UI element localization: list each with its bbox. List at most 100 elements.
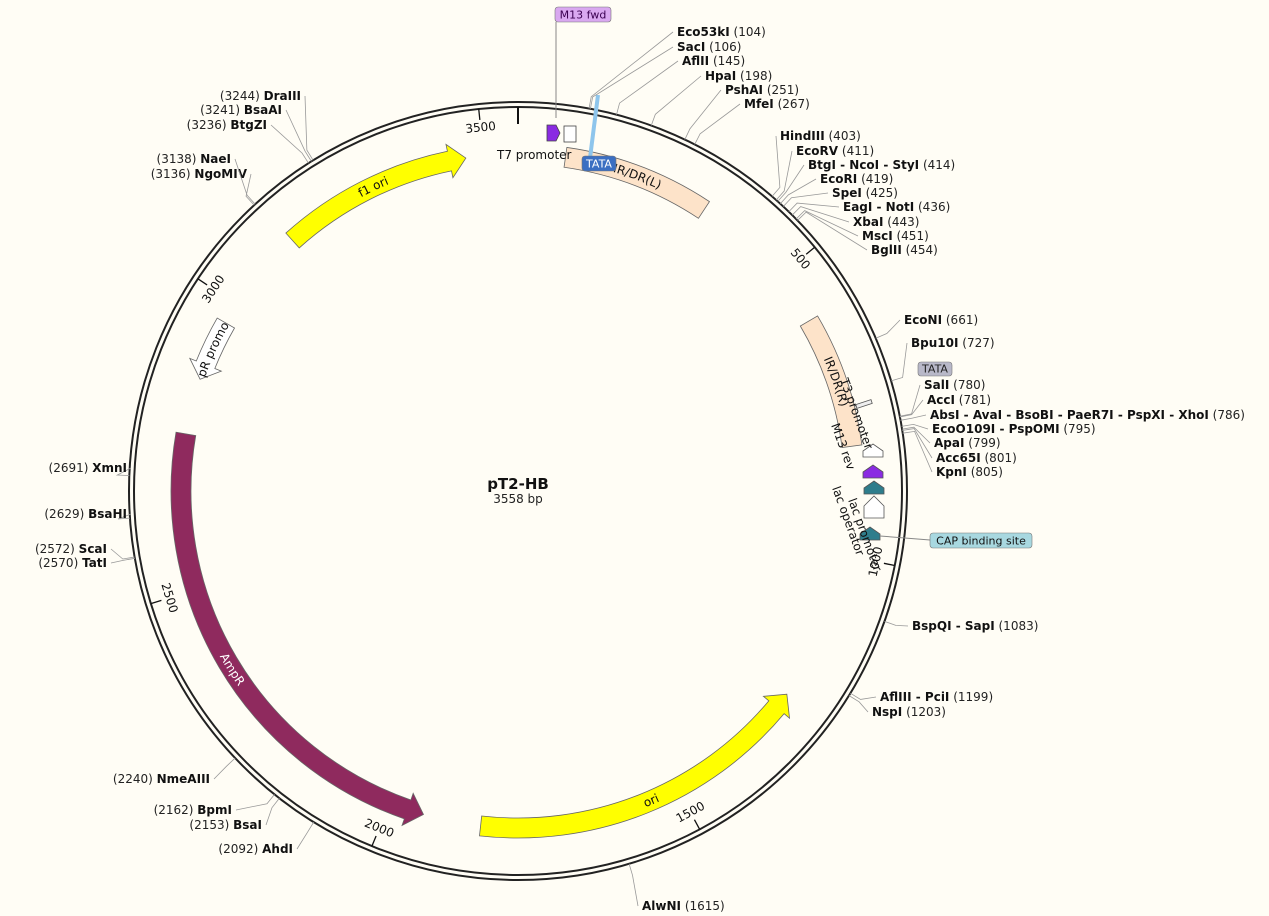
site-eco53ki: Eco53kI (104) — [588, 25, 766, 109]
site-leader — [115, 467, 132, 476]
site-label: NspI (1203) — [872, 705, 946, 719]
site-leader — [779, 178, 817, 204]
site-scai: (2572) ScaI — [35, 542, 135, 560]
badge-text-tata-2: TATA — [921, 363, 948, 376]
site-label: AflIII - PciI (1199) — [880, 690, 993, 704]
feature-f1-ori — [285, 143, 467, 249]
badge-tata-1 — [581, 155, 617, 172]
site-leader — [694, 103, 741, 145]
site-bsahi: (2629) BsaHI — [44, 507, 132, 521]
feature-label-ori: ori — [641, 791, 661, 810]
site-leader — [902, 428, 933, 459]
site-leader — [791, 206, 850, 223]
badge-text-tata-1: TATA — [585, 158, 612, 171]
site-label: AccI (781) — [927, 393, 991, 407]
tick-mark-3500 — [478, 108, 481, 121]
site-leader — [797, 211, 868, 251]
site-leader — [783, 192, 829, 207]
site-leader — [875, 319, 901, 339]
site-ahdi: (2092) AhdI — [218, 821, 315, 856]
site-label: BspQI - SapI (1083) — [912, 619, 1038, 633]
site-spei: SpeI (425) — [783, 186, 898, 207]
marker-m13-rev — [862, 443, 884, 458]
tick-label-1000: 1000 — [866, 545, 886, 578]
site-label: (3136) NgoMIV — [151, 167, 248, 181]
site-label: EcoRI (419) — [820, 172, 893, 186]
site-label: (2153) BsaI — [189, 818, 262, 832]
site-leader — [628, 863, 639, 907]
site-label: EcoNI (661) — [904, 313, 978, 327]
badge-text-cap-binding-site-3: CAP binding site — [936, 535, 1026, 548]
site-label: XbaI (443) — [853, 215, 920, 229]
tick-mark-500 — [805, 246, 816, 255]
site-ecoo109i-pspomi: EcoO109I - PspOMI (795) — [901, 422, 1096, 436]
site-leader — [899, 384, 921, 417]
site-leader — [775, 150, 793, 201]
tick-mark-3000 — [197, 278, 208, 286]
tick-mark-1500 — [693, 819, 701, 830]
site-draiii: (3244) DraIII — [220, 89, 314, 161]
site-label: (2629) BsaHI — [44, 507, 127, 521]
site-label: ApaI (799) — [934, 436, 1001, 450]
site-msci: MscI (451) — [795, 210, 929, 243]
badge-tata-2 — [917, 361, 953, 377]
label-t7-promoter: T7 promoter — [496, 148, 572, 162]
site-leader — [771, 135, 781, 197]
site-bspqi-sapi: BspQI - SapI (1083) — [884, 619, 1038, 633]
site-bglii: BglII (454) — [797, 211, 938, 257]
site-leader — [304, 95, 314, 161]
site-leader — [110, 557, 135, 564]
feature-ampr-promoter — [188, 317, 236, 380]
site-label: AflII (145) — [682, 54, 745, 68]
feature-label-ampr-promoter: AmpR promoter — [0, 0, 232, 379]
badge-text-m13-fwd-0: M13 fwd — [560, 9, 607, 22]
site-acc65i: Acc65I (801) — [902, 428, 1017, 465]
site-leader — [270, 124, 309, 164]
site-label: MscI (451) — [862, 229, 929, 243]
tick-label-2000: 2000 — [363, 816, 397, 841]
site-hindiii: HindIII (403) — [771, 129, 861, 197]
marker-t7-box — [563, 125, 577, 143]
site-label: (3244) DraIII — [220, 89, 301, 103]
site-label: EcoO109I - PspOMI (795) — [932, 422, 1096, 436]
site-leader — [884, 620, 909, 627]
marker-cap-outline — [863, 495, 885, 519]
site-leader — [777, 164, 805, 202]
site-label: EcoRV (411) — [796, 144, 874, 158]
site-leader — [788, 202, 840, 212]
site-leader — [650, 75, 702, 126]
site-label: (2570) TatI — [38, 556, 107, 570]
site-nmeaiii: (2240) NmeAIII — [113, 757, 236, 786]
site-bpu10i: Bpu10I (727) — [890, 336, 995, 382]
tick-label-2500: 2500 — [158, 581, 180, 614]
site-label: Eco53kI (104) — [677, 25, 766, 39]
marker-lac-operator — [862, 464, 884, 479]
site-label: AbsI - AvaI - BsoBI - PaeR7I - PspXI - X… — [930, 408, 1245, 422]
site-leader — [616, 60, 679, 115]
site-saci: SacI (106) — [589, 40, 741, 109]
site-ecorv: EcoRV (411) — [775, 144, 874, 201]
tick-mark-2500 — [150, 599, 162, 605]
site-leader — [902, 430, 933, 473]
site-leader — [899, 399, 924, 418]
site-leader — [234, 158, 256, 205]
tick-mark-2000 — [371, 835, 377, 847]
site-hpai: HpaI (198) — [650, 69, 772, 126]
site-sali: SalI (780) — [899, 378, 985, 417]
site-leader — [900, 414, 927, 421]
site-label: (2691) XmnI — [49, 461, 127, 475]
site-alwni: AlwNI (1615) — [628, 863, 725, 913]
site-bsaai: (3241) BsaAI — [200, 103, 312, 162]
site-tati: (2570) TatI — [38, 556, 135, 570]
site-eagi-noti: EagI - NotI (436) — [788, 200, 950, 214]
marker-lac-promoter — [863, 480, 885, 495]
site-aflii: AflII (145) — [616, 54, 745, 115]
tick-mark-1000 — [883, 562, 895, 567]
site-nspi: NspI (1203) — [848, 695, 946, 719]
site-apai: ApaI (799) — [901, 426, 1001, 450]
cap-leader — [879, 535, 931, 541]
site-label: (2572) ScaI — [35, 542, 107, 556]
site-naei: (3138) NaeI — [157, 152, 256, 205]
site-xmni: (2691) XmnI — [49, 461, 132, 476]
marker-t7-promoter — [546, 124, 561, 142]
